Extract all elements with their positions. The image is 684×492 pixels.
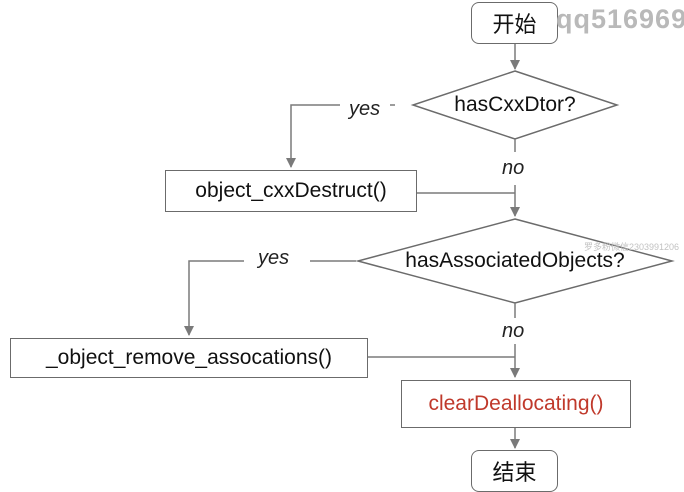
object-remove-assocations-node: _object_remove_assocations()	[10, 338, 368, 378]
decision-has-associated-objects: hasAssociatedObjects?	[372, 246, 658, 276]
object-cxx-destruct-label: object_cxxDestruct()	[195, 179, 387, 202]
clear-deallocating-node: clearDeallocating()	[401, 380, 631, 428]
object-remove-assocations-label: _object_remove_assocations()	[46, 346, 332, 369]
edge-label-yes-2: yes	[258, 247, 290, 269]
decision-has-associated-objects-label: hasAssociatedObjects?	[405, 249, 625, 272]
clear-deallocating-label: clearDeallocating()	[428, 392, 604, 415]
edge-label-no-1: no	[502, 157, 525, 179]
watermark-top: qq516969	[556, 4, 684, 34]
edge-label-yes-1: yes	[349, 98, 381, 120]
decision-has-cxx-dtor: hasCxxDtor?	[425, 90, 605, 120]
end-node: 结束	[471, 450, 558, 492]
edge-label-no-2: no	[502, 320, 525, 342]
start-node-label: 开始	[492, 12, 537, 37]
object-cxx-destruct-node: object_cxxDestruct()	[165, 170, 417, 212]
edge-yes-to-object-cxx-destruct-main	[286, 104, 340, 168]
watermark-small: 罗多粉微信2303991206	[584, 242, 680, 252]
connectors	[184, 44, 520, 449]
decision-has-cxx-dtor-label: hasCxxDtor?	[454, 93, 576, 116]
end-node-label: 结束	[492, 460, 537, 485]
edge-yes-to-object-remove	[184, 260, 244, 336]
start-node: 开始	[471, 2, 558, 44]
